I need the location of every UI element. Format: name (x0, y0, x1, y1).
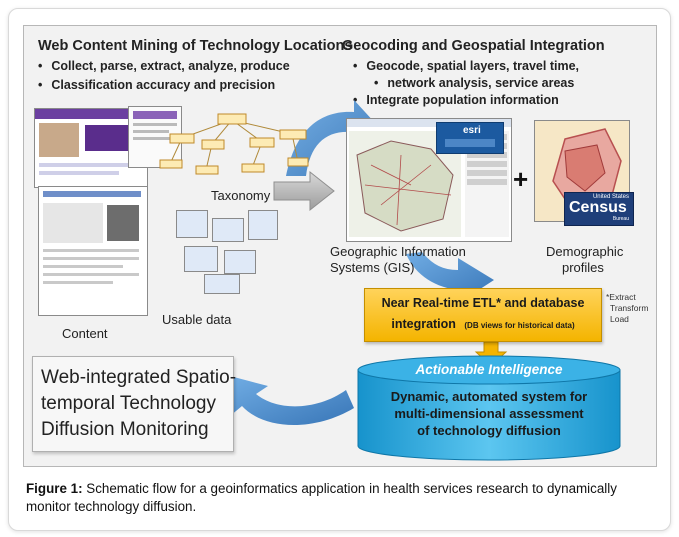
usable-data-label: Usable data (162, 312, 232, 327)
esri-logo: esri (463, 125, 481, 136)
content-label: Content (62, 326, 108, 341)
plus-sign: + (513, 164, 529, 194)
figure-caption-label: Figure 1: (26, 481, 83, 496)
right-bullet-geocode-cont: network analysis, service areas (374, 76, 574, 90)
gis-label-line1: Geographic Information (330, 244, 466, 259)
right-bullet-geocode: Geocode, spatial layers, travel time, (353, 59, 579, 73)
monitoring-text: Web-integrated Spatio- temporal Technolo… (41, 367, 237, 440)
etl-integration: integration (391, 317, 456, 331)
demographic-label-line2: profiles (562, 260, 604, 275)
right-section-title: Geocoding and Geospatial Integration (342, 38, 605, 54)
right-bullet-population: Integrate population information (353, 93, 558, 107)
taxonomy-tree (159, 113, 309, 175)
intelligence-cylinder (357, 355, 621, 461)
usable-data-schema (174, 208, 280, 294)
schematic-diagram: Web Content Mining of Technology Locatio… (23, 25, 657, 467)
arrow-gray-right (273, 170, 335, 212)
content-article-screenshot (38, 186, 148, 316)
etl-box: Near Real-time ETL* and database integra… (364, 288, 602, 342)
etl-line1: Near Real-time ETL* and database (381, 296, 585, 310)
census-logo: United States Census Bureau (564, 192, 634, 226)
left-bullet-classification: Classification accuracy and precision (38, 78, 275, 92)
intelligence-title: Actionable Intelligence (415, 362, 563, 377)
figure-caption-text: Schematic flow for a geoinformatics appl… (26, 481, 617, 514)
etl-footnote: *Extract Transform Load (606, 292, 649, 324)
arrow-return-curve (230, 376, 354, 426)
intelligence-description: Dynamic, automated system for multi-dime… (390, 389, 588, 438)
monitoring-box: Web-integrated Spatio- temporal Technolo… (32, 356, 237, 452)
figure-caption: Figure 1: Schematic flow for a geoinform… (26, 480, 652, 516)
demographic-label-line1: Demographic (546, 244, 624, 259)
esri-dialog: esri (436, 122, 504, 154)
left-section-title: Web Content Mining of Technology Locatio… (38, 38, 353, 54)
left-bullet-collect: Collect, parse, extract, analyze, produc… (38, 59, 289, 73)
gis-label-line2: Systems (GIS) (330, 260, 415, 275)
etl-line2: integration (DB views for historical dat… (365, 315, 601, 333)
etl-db-views-note: (DB views for historical data) (464, 321, 575, 330)
taxonomy-label: Taxonomy (211, 188, 271, 203)
